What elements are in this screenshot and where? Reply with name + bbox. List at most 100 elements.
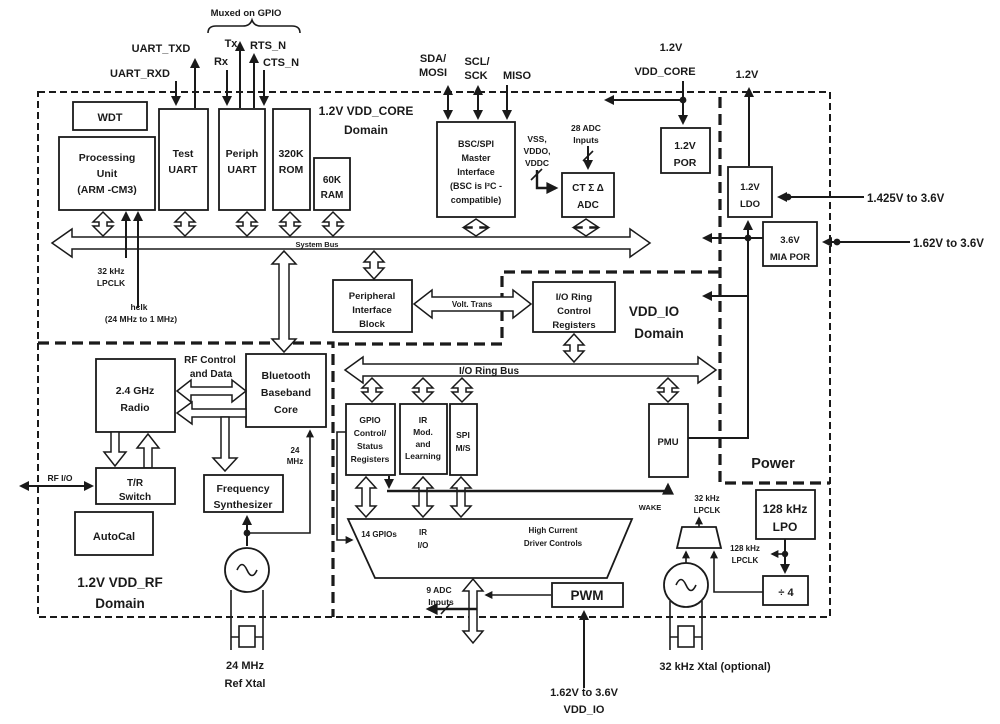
gpio-ringbus-connector [360,376,384,404]
bbc-label-3: Core [274,404,298,416]
radio-label-2: Radio [120,402,149,414]
bbc-radio-arrow [175,400,247,426]
iorc-label-3: Registers [552,320,595,331]
test-uart-bus-connector [173,210,197,238]
vdd-io-domain-boundary [333,270,719,346]
vddo-label: VDDO, [524,146,551,156]
radio-block [95,358,176,433]
ir-label-1: IR [419,415,428,425]
adc-block [561,172,615,218]
chip-boundary [37,91,831,618]
autocal-label: AutoCal [93,531,135,543]
pmu-ldo-line [688,220,753,439]
ram-label-2: RAM [321,190,344,201]
volt-trans-arrow [412,288,533,320]
pu-label-1: Processing [79,152,136,164]
junction-dot [784,193,792,201]
mosi-label: MOSI [419,67,447,79]
cts-n-label: CTS_N [263,57,299,69]
mia-por-block [762,221,818,267]
wake-line [387,482,674,495]
lpclk-label-1: 32 kHz [98,266,125,276]
ldo-block [727,166,773,218]
vdd-core-voltage-label: 1.2V [660,42,683,54]
ram-bus-connector [321,210,345,238]
rf-ctrl-label-2: and Data [190,369,233,380]
scl-label: SCL/ [464,56,489,68]
test-uart-label-2: UART [168,164,198,176]
adc-inputs-label-2: Inputs [573,135,599,145]
processing-unit-block [58,136,156,211]
mhz24-label-2: MHz [287,457,303,466]
volt-trans-label: Volt. Trans [452,300,493,309]
bus-slash [582,150,594,162]
tr-radio-arrow [135,432,161,469]
spi-label-2: M/S [455,443,470,453]
div4-label: ÷ 4 [778,587,794,599]
rom-label-1: 320K [278,148,304,160]
adc9-label-2: Inputs [428,597,454,607]
wdt-block [72,101,148,131]
lpclk32-label-2: LPCLK [694,506,721,515]
mia-label-1: 3.6V [780,235,800,246]
vddio-voltage-label: 1.62V to 3.6V [550,687,619,699]
sda-label: SDA/ [420,53,446,65]
pwm-label: PWM [571,588,604,603]
gpio-label-3: Status [357,441,383,451]
ir-label-4: Learning [405,451,441,461]
iorc-label-2: Control [557,306,591,317]
gpio-label-4: Registers [351,454,390,464]
bluetooth-baseband-block [245,353,327,428]
v1425-label: 1.425V to 3.6V [867,193,945,205]
ir-driver-connector [411,475,435,519]
rf-io-label: RF I/O [47,473,72,483]
tr-label-1: T/R [127,478,144,489]
vddio-name-label: VDD_IO [564,704,605,716]
bsc-bus-connector [461,218,491,237]
hclk-label-2: (24 MHz to 1 MHz) [105,314,177,324]
bus-bbc-connector [270,249,298,354]
ldo-label-2: LDO [740,199,760,210]
junction-dot [833,238,841,246]
pib-label-2: Interface [352,305,392,316]
system-bus [50,227,652,259]
adc-supply-arrow [535,170,559,194]
junction-dot [744,234,752,242]
test-uart-label-1: Test [173,148,194,160]
pmu-label: PMU [657,437,678,448]
rom-bus-connector [278,210,302,238]
gpio-trap-feed-line [336,431,354,544]
test-uart-block [158,108,209,211]
wake-label: WAKE [639,503,662,512]
gpio-count-label: 14 GPIOs [361,530,397,539]
muxed-on-gpio-label: Muxed on GPIO [211,8,282,19]
io-ring-bus [343,355,718,385]
high-current-label-1: High Current [529,526,578,535]
periph-uart-label-1: Periph [226,148,259,160]
por-label-1: 1.2V [674,140,696,152]
ram-block [313,157,351,211]
io-ring-control-block [532,281,616,333]
tr-label-2: Switch [119,492,151,503]
bsc-label-1: BSC/SPI [458,139,494,149]
iorc-label-1: I/O Ring [556,292,593,303]
lpclk128-label-1: 128 kHz [730,544,760,553]
por-block [660,127,711,174]
vddc-label: VDDC [525,158,549,168]
gpio-label-2: Control/ [354,428,387,438]
high-current-label-2: Driver Controls [524,539,583,548]
sck-label: SCK [464,70,487,82]
pib-label-3: Block [359,319,386,330]
periph-uart-bus-connector [235,210,259,238]
mia-label-2: MIA POR [770,252,810,263]
gpio-driver-connector [354,475,378,519]
periph-uart-label-2: UART [227,164,257,176]
system-bus-label: System Bus [296,240,339,249]
freq-synth-block [203,474,284,513]
rf-domain-label-1: 1.2V VDD_RF [77,575,163,590]
vss-label: VSS, [527,134,546,144]
high-current-driver-trapezoid [346,518,634,579]
bbc-label-2: Baseband [261,387,311,399]
